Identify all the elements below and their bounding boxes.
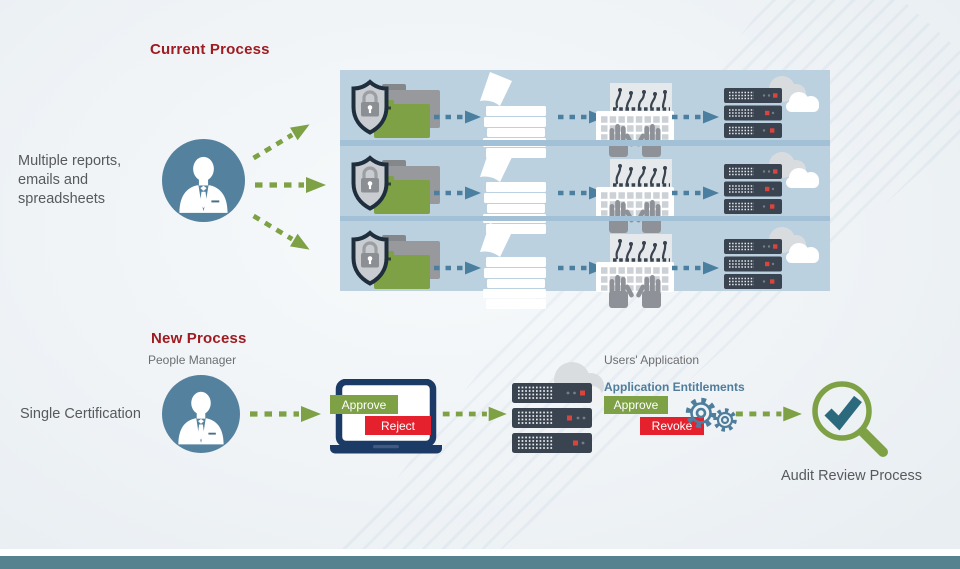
servers-cloud-icon: [723, 75, 820, 139]
servers-cloud-icon: [723, 150, 820, 215]
process-lane: [340, 70, 830, 140]
application-servers-icon: [512, 361, 611, 454]
footer-bar: [0, 556, 960, 569]
servers-cloud-icon: [723, 226, 820, 290]
reject-button-label: Reject: [380, 418, 415, 433]
current-process-panel: [340, 70, 830, 291]
person-manager-icon: [162, 139, 245, 222]
footer-divider: [0, 549, 960, 556]
gears-icon: [680, 397, 740, 435]
dashed-arrow-up-icon: [250, 113, 330, 171]
dashed-arrow-down-icon: [250, 203, 330, 261]
dashed-arrow-icon: [670, 109, 720, 125]
process-lane: [340, 221, 830, 291]
users-application-label: Users' Application: [604, 353, 700, 367]
approve-button: Approve: [330, 395, 398, 414]
dashed-arrow-icon: [432, 185, 482, 201]
people-manager-icon: [162, 375, 240, 453]
reports-stack-icon: [480, 223, 546, 309]
application-entitlements-label: Application Entitlements: [604, 380, 745, 394]
entitlement-approve-label: Approve: [613, 398, 659, 412]
current-process-title: Current Process: [150, 41, 270, 58]
dashed-arrow-icon: [734, 405, 810, 423]
entitlement-revoke-button: Revoke: [640, 417, 704, 435]
multiple-reports-label: Multiple reports, emails and spreadsheet…: [18, 153, 122, 207]
single-certification-label: Single Certification: [20, 406, 141, 422]
approve-button-label: Approve: [341, 397, 387, 412]
process-lane: [340, 146, 830, 216]
lane-divider: [340, 140, 830, 146]
audit-magnifier-check-icon: [806, 378, 898, 464]
dashed-arrow-icon: [441, 405, 517, 423]
dashed-arrow-icon: [432, 260, 482, 276]
reject-button: Reject: [365, 416, 431, 435]
entitlement-approve-button: Approve: [604, 396, 668, 414]
dashed-arrow-right-icon: [253, 176, 333, 194]
dashed-arrow-icon: [248, 405, 328, 423]
dashed-arrow-icon: [670, 185, 720, 201]
new-process-title: New Process: [151, 330, 247, 347]
people-manager-label: People Manager: [148, 353, 237, 367]
manual-entry-keyboard-icon: [596, 234, 674, 308]
audit-review-label: Audit Review Process: [781, 468, 923, 484]
entitlement-revoke-label: Revoke: [651, 419, 693, 433]
lane-divider: [340, 215, 830, 221]
dashed-arrow-icon: [670, 260, 720, 276]
dashed-arrow-icon: [432, 109, 482, 125]
